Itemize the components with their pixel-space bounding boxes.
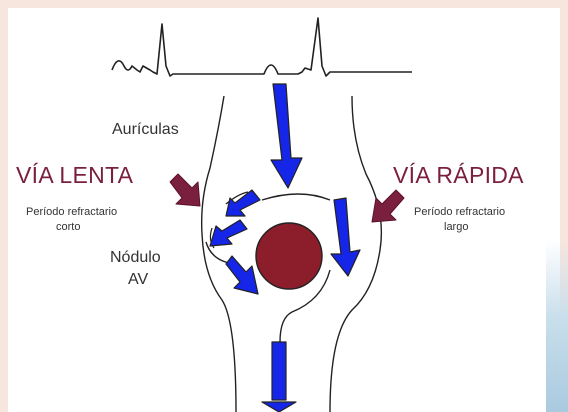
- slow-pathway-arrow-bottom: [226, 256, 258, 294]
- via-lenta-title: VÍA LENTA: [16, 162, 133, 189]
- via-lenta-note-line2: corto: [56, 221, 80, 233]
- av-node: [256, 223, 322, 289]
- ecg-trace-icon: [112, 18, 412, 76]
- via-rapida-note-line1: Período refractario: [414, 206, 505, 218]
- ventricular-output-arrow: [272, 342, 286, 400]
- left-tissue-outline: [202, 96, 236, 412]
- via-rapida-title: VÍA RÁPIDA: [393, 162, 524, 189]
- auriculas-label: Aurículas: [112, 120, 179, 139]
- via-rapida-note-line2: largo: [444, 221, 468, 233]
- ventricular-output-arrowhead: [262, 402, 296, 412]
- nodulo-label-line2: AV: [128, 270, 148, 289]
- slow-pathway-arrow-mid: [210, 220, 247, 246]
- via-lenta-note-line1: Período refractario: [26, 206, 117, 218]
- fast-pathway-arrow: [331, 198, 360, 276]
- slow-pathway-pointer-icon: [170, 174, 200, 206]
- atrial-input-arrow: [271, 84, 302, 188]
- fast-pathway-pointer-icon: [372, 190, 404, 222]
- nodulo-label-line1: Nódulo: [110, 248, 161, 267]
